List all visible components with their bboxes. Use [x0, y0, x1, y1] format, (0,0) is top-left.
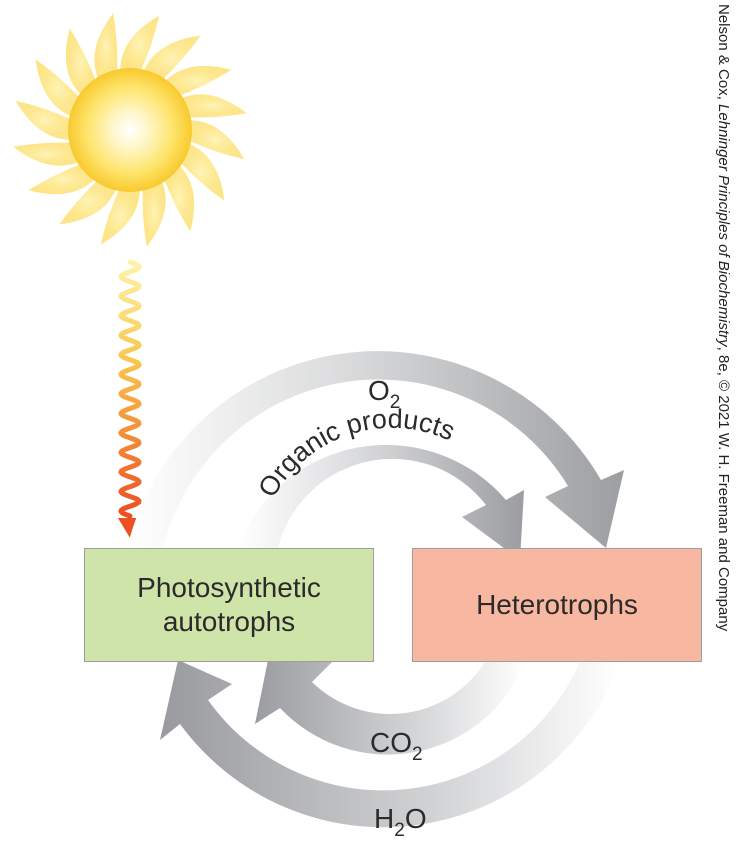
heterotrophs-label: Heterotrophs [476, 588, 638, 620]
sun-ray-icon [163, 65, 232, 97]
h2o-arrow [160, 660, 620, 828]
sun-ray-icon [142, 35, 201, 81]
o2-arrow [127, 351, 624, 548]
sun-ray-icon [179, 94, 247, 118]
co2-arrow [255, 650, 525, 755]
sun-ray-icon [187, 120, 245, 160]
sun-ray-icon [35, 59, 81, 118]
sun-ray-icon [13, 142, 81, 166]
autotrophs-line2: autotrophs [162, 606, 296, 637]
sun-ray-icon [65, 28, 97, 97]
o2-label: O2 [368, 375, 400, 413]
credit-title: Lehninger Principles of Biochemistry [715, 104, 732, 347]
sun-ray-icon [15, 100, 73, 140]
h2o-label: H2O [374, 803, 427, 841]
heterotrophs-box: Heterotrophs [412, 548, 702, 662]
credit-suffix: , 8e, © 2021 W. H. Freeman and Company [715, 346, 732, 632]
sun-ray-icon [59, 179, 118, 225]
organic-products-arrow [238, 444, 524, 560]
co2-label: CO2 [370, 727, 423, 765]
sun-ray-icon [120, 15, 160, 73]
light-wave-icon [118, 259, 142, 538]
sun-ray-icon [179, 142, 225, 201]
autotrophs-label: Photosynthetic autotrophs [137, 571, 321, 639]
sun-icon [13, 13, 247, 247]
sun-ray-icon [142, 179, 166, 247]
sun-ray-icon [94, 13, 118, 81]
sun-ray-icon [100, 187, 140, 245]
sun-ray-icon [163, 163, 195, 232]
autotrophs-line1: Photosynthetic [137, 571, 321, 603]
copyright-credit: Nelson & Cox, Lehninger Principles of Bi… [715, 4, 732, 631]
photosynthetic-autotrophs-box: Photosynthetic autotrophs [84, 548, 374, 662]
sun-ray-icon [28, 163, 97, 195]
credit-prefix: Nelson & Cox, [715, 4, 732, 105]
